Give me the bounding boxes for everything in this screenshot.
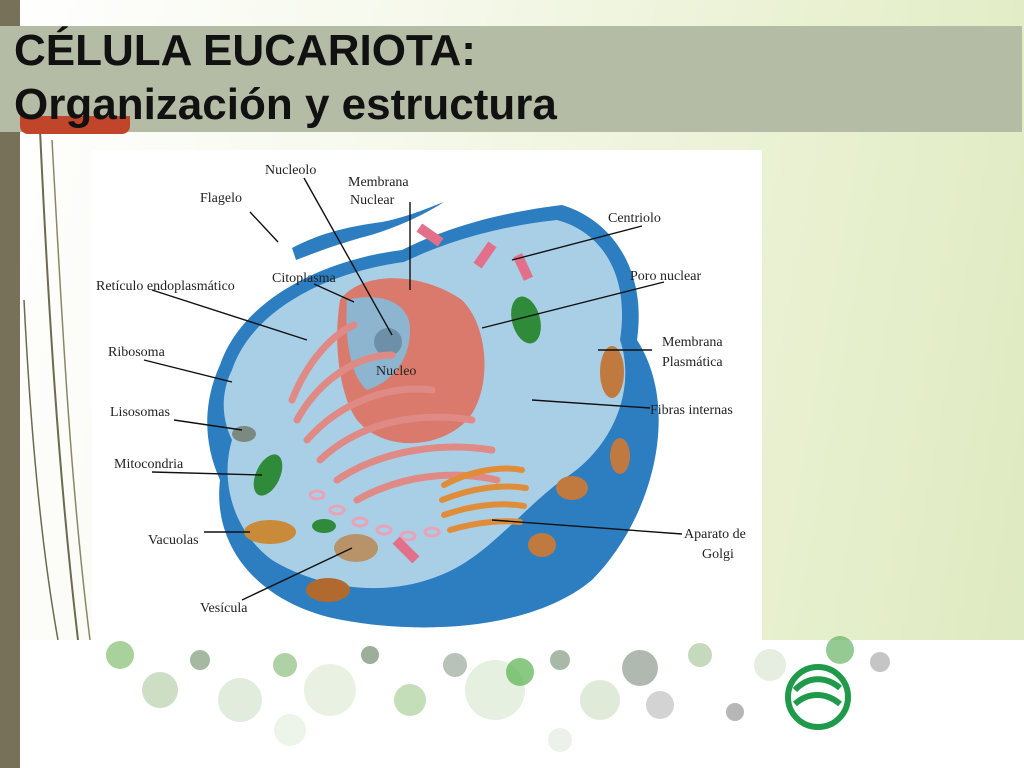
title-accent [20,116,130,134]
title-box [0,26,1022,132]
outer-organelle-4 [528,533,556,557]
flagellum-shape [292,202,444,260]
er-vesicles [308,489,441,542]
outer-organelle-3 [556,476,588,500]
bottom-band [20,640,1024,768]
label-membrana-nuclear-2: Nuclear [350,193,395,208]
label-nucleo: Nucleo [376,364,416,379]
label-membrana-plasmatica-1: Membrana [662,335,723,350]
label-aparato-golgi-1: Aparato de [684,527,746,542]
centriole-shape-4 [392,536,420,564]
cell-diagram: Nucleolo Membrana Nuclear Flagelo Centri… [92,150,762,640]
cell-illustration: Nucleolo Membrana Nuclear Flagelo Centri… [96,163,746,628]
centriole-shape-1 [416,223,444,247]
nucleolus-shape [374,328,402,356]
mitochondrion-shape-3 [312,519,336,533]
mitochondrion-shape-2 [511,296,541,344]
label-mitocondria: Mitocondria [114,457,184,472]
centriole-shape-3 [512,253,534,281]
label-citoplasma: Citoplasma [272,271,337,286]
label-vesicula: Vesícula [200,601,248,616]
outer-organelle-1 [600,346,624,398]
left-bar [0,0,20,768]
label-aparato-golgi-2: Golgi [702,547,734,562]
label-nucleolo: Nucleolo [265,163,316,178]
label-poro-nuclear: Poro nuclear [630,269,701,284]
slide-title-line-2: Organización y estructura [14,80,557,129]
label-ribosoma: Ribosoma [108,345,166,360]
label-fibras-internas: Fibras internas [650,403,733,418]
label-flagelo: Flagelo [200,191,242,206]
label-lisosomas: Lisosomas [110,405,170,420]
leader-lines [143,177,683,601]
mitochondrion-shape [253,454,283,496]
label-reticulo: Retículo endoplasmático [96,279,235,294]
outer-organelle-2 [610,438,630,474]
vacuole-shape [244,520,296,544]
slide-title-line-1: CÉLULA EUCARIOTA: [14,26,476,75]
label-membrana-plasmatica-2: Plasmática [662,355,723,370]
er-shape [288,321,501,504]
centriole-shape-2 [473,241,497,269]
label-centriolo: Centriolo [608,211,661,226]
label-membrana-nuclear-1: Membrana [348,175,409,190]
vesicle-shape [334,534,378,562]
outer-organelle-5 [306,578,350,602]
label-vacuolas: Vacuolas [148,533,199,548]
